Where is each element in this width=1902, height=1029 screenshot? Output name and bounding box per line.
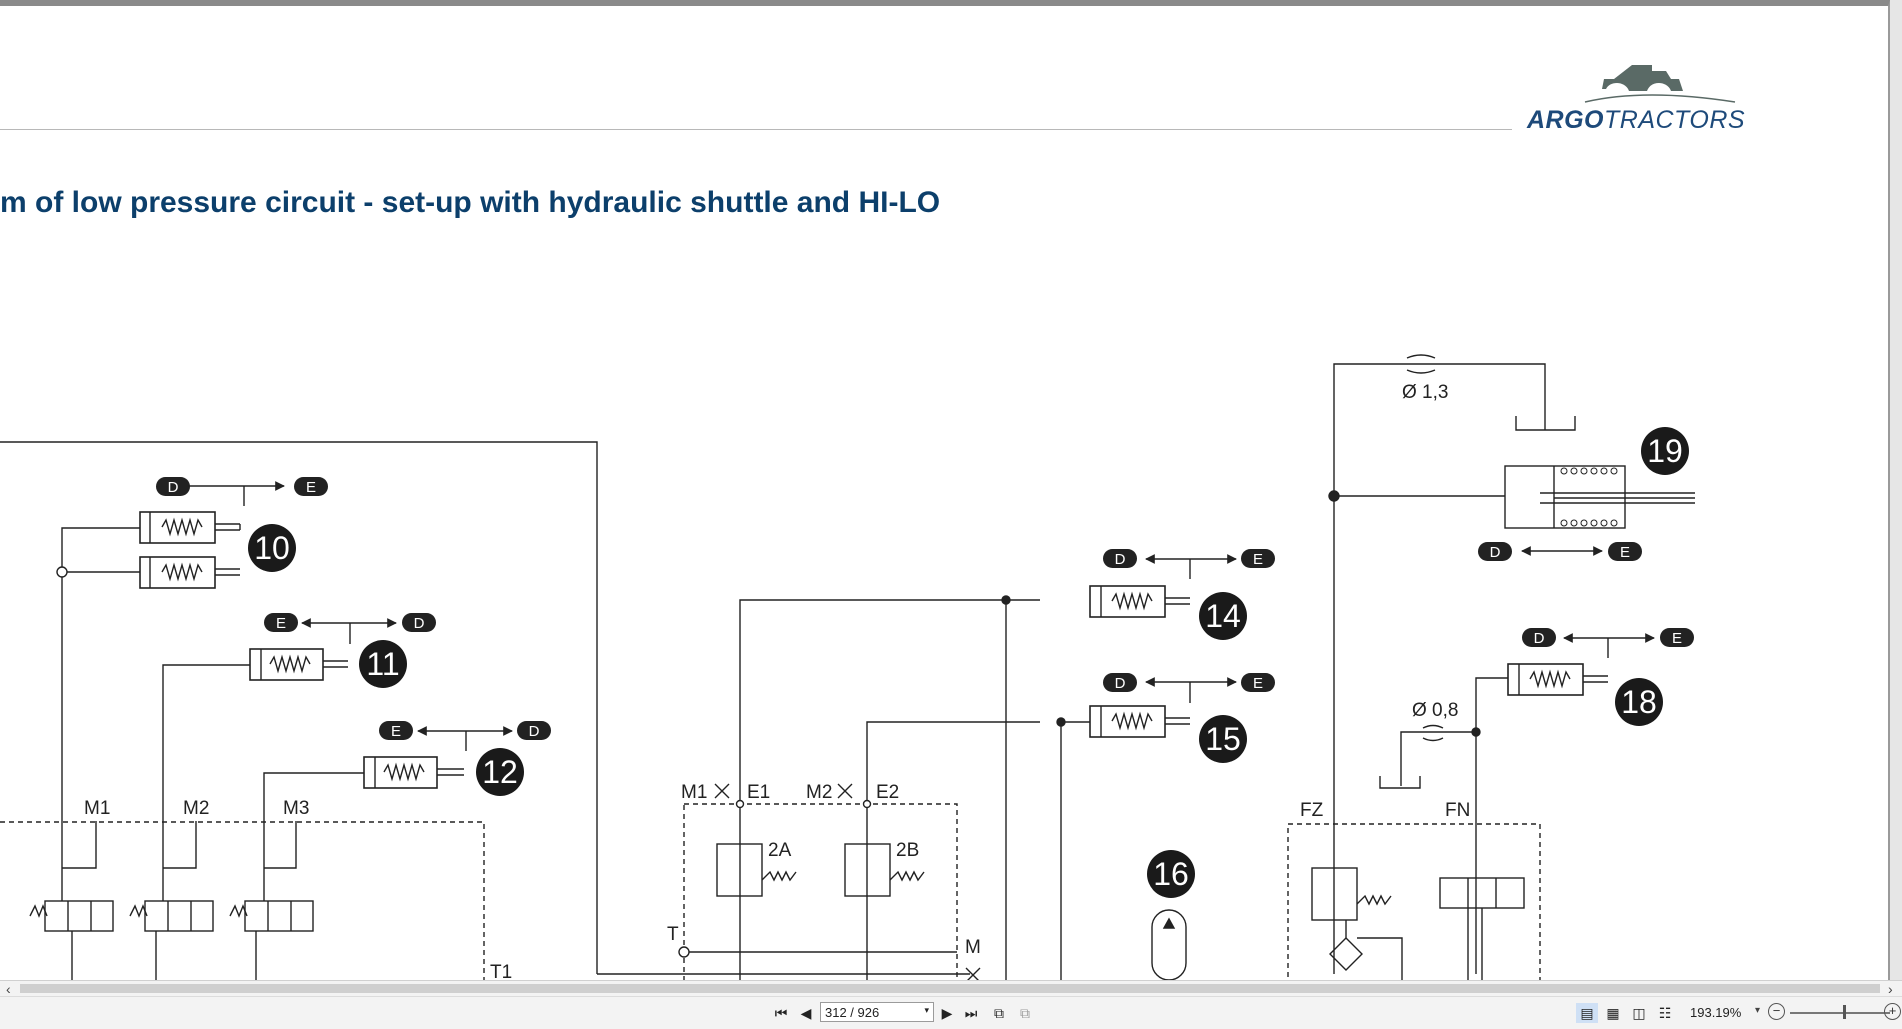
two-page-view-icon[interactable]: ◫ [1632,1004,1646,1021]
svg-text:E: E [1253,551,1263,568]
svg-text:14: 14 [1205,598,1241,634]
hydraulic-schematic: D E E D E D D E D E D E D E 10 11 12 14 … [0,354,1695,986]
item-badge-14: 14 [1199,592,1247,640]
page-title: m of low pressure circuit - set-up with … [0,186,941,219]
prev-page-icon[interactable]: ◀ [800,1004,812,1021]
svg-text:E: E [1620,544,1630,561]
item-badge-11: 11 [359,640,407,688]
svg-text:M1: M1 [84,798,110,819]
item-badge-19: 19 [1641,427,1689,475]
svg-text:E2: E2 [876,782,899,803]
svg-text:19: 19 [1647,433,1683,469]
svg-text:FN: FN [1445,800,1470,821]
svg-text:M3: M3 [283,798,309,819]
scroll-right-icon[interactable]: › [1888,981,1893,997]
page-dropdown-icon[interactable]: ▾ [924,1005,929,1015]
copy-icon[interactable]: ⧉ [994,1004,1004,1021]
svg-text:E: E [1672,630,1682,647]
svg-text:T1: T1 [490,962,512,983]
continuous-view-icon[interactable]: ▦ [1606,1004,1620,1021]
svg-text:D: D [1115,551,1126,568]
svg-text:2B: 2B [896,840,919,861]
svg-text:D: D [1490,544,1501,561]
item-badge-10: 10 [248,524,296,572]
item-badge-16: 16 [1147,850,1195,898]
tractor-silhouette-icon [1584,65,1736,103]
svg-text:18: 18 [1621,684,1657,720]
svg-text:Ø 0,8: Ø 0,8 [1412,700,1458,721]
item-badge-18: 18 [1615,678,1663,726]
zoom-dropdown-icon[interactable]: ▾ [1755,1005,1761,1016]
zoom-in-icon[interactable]: + [1884,1003,1901,1020]
zoom-out-icon[interactable]: − [1768,1003,1785,1020]
first-page-icon[interactable]: ⏮ [774,1004,788,1021]
svg-text:D: D [529,723,540,740]
paste-icon[interactable]: ⧉ [1020,1004,1030,1021]
argo-tractors-logo [1584,65,1736,103]
svg-text:E: E [391,723,401,740]
svg-text:2A: 2A [768,840,792,861]
svg-text:E: E [276,615,286,632]
svg-text:E: E [1253,675,1263,692]
svg-text:T: T [667,924,679,945]
svg-text:E: E [306,479,316,496]
svg-text:D: D [414,615,425,632]
svg-text:16: 16 [1153,856,1189,892]
vertical-scrollbar[interactable] [1890,0,1902,980]
viewer-toolbar: ⏮ ◀ 312 / 926 ▾ ▶ ⏭ ⧉ ⧉ ▤ ▦ ◫ ☷ 193.19% … [0,996,1902,1029]
single-page-view-icon[interactable]: ▤ [1576,1003,1598,1023]
document-page: ARGOTRACTORS m of low pressure circuit -… [0,0,1890,986]
item-badge-12: 12 [476,748,524,796]
svg-text:M: M [965,937,981,958]
svg-text:FZ: FZ [1300,800,1324,821]
svg-text:M2: M2 [183,798,209,819]
port-labels: M1 M2 M3 T1 M1 E1 M2 E2 2A 2B T M FZ FN … [84,382,1470,983]
svg-text:D: D [1115,675,1126,692]
svg-text:10: 10 [254,530,290,566]
horizontal-scroll-thumb[interactable] [20,984,1880,993]
zoom-level[interactable]: 193.19% [1690,1005,1742,1020]
svg-text:M1: M1 [681,782,707,803]
valve-group-left [29,868,314,985]
svg-text:12: 12 [482,754,518,790]
item-badge-15: 15 [1199,715,1247,763]
svg-text:E1: E1 [747,782,770,803]
svg-text:D: D [168,479,179,496]
zoom-slider[interactable] [1790,1012,1890,1014]
svg-text:D: D [1534,630,1545,647]
zoom-slider-thumb[interactable] [1843,1005,1846,1019]
page-number-input[interactable]: 312 / 926 ▾ [820,1002,934,1022]
header-rule [0,129,1512,130]
page-number-value: 312 / 926 [825,1004,880,1020]
svg-text:11: 11 [366,646,399,682]
next-page-icon[interactable]: ▶ [941,1004,953,1021]
horizontal-scrollbar[interactable]: ‹ › [0,980,1902,997]
svg-text:15: 15 [1205,721,1241,757]
last-page-icon[interactable]: ⏭ [964,1004,978,1021]
direction-pills: D E E D E D D E D E D E D E [156,477,1694,740]
two-page-continuous-view-icon[interactable]: ☷ [1658,1004,1672,1021]
scroll-left-icon[interactable]: ‹ [6,981,11,997]
svg-text:M2: M2 [806,782,832,803]
logo-text-regular: TRACTORS [1604,106,1746,134]
logo-text: ARGOTRACTORS [1527,106,1745,135]
svg-text:Ø 1,3: Ø 1,3 [1402,382,1448,403]
logo-text-bold: ARGO [1527,106,1604,134]
